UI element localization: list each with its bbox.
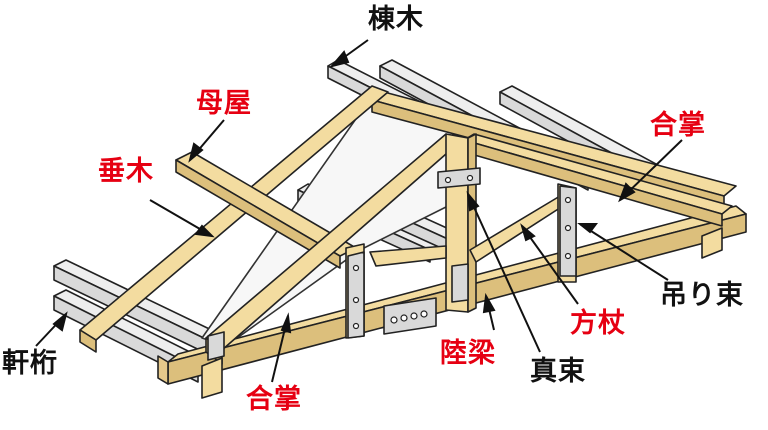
plate-top	[437, 167, 481, 189]
eave-beam-end-left	[201, 357, 223, 399]
label-gassho-upper: 合掌	[650, 110, 706, 141]
leader-shinzuka	[467, 193, 541, 353]
label-taruki: 垂木	[98, 156, 154, 187]
label-hozue: 方杖	[570, 308, 626, 339]
label-moya: 母屋	[196, 88, 252, 119]
metal-plates	[207, 167, 577, 361]
leader-lines	[35, 39, 683, 383]
plate-left-post	[347, 251, 365, 339]
leader-hozue	[521, 225, 579, 305]
label-nokigeta: 軒桁	[2, 348, 58, 379]
label-rikubari: 陸梁	[440, 338, 496, 369]
label-munagi: 棟木	[368, 4, 424, 35]
plate-eave-left	[207, 331, 225, 361]
plate-tie	[383, 297, 437, 335]
eave-beam-end	[701, 227, 723, 259]
leader-tsuri-zuka	[579, 223, 669, 281]
label-shinzuka: 真束	[530, 356, 586, 387]
plate-kingpost-bottom	[451, 263, 469, 303]
label-gassho-lower: 合掌	[246, 384, 302, 415]
hozue-brace-left	[369, 245, 447, 267]
label-tsuri-zuka: 吊り束	[660, 280, 744, 311]
